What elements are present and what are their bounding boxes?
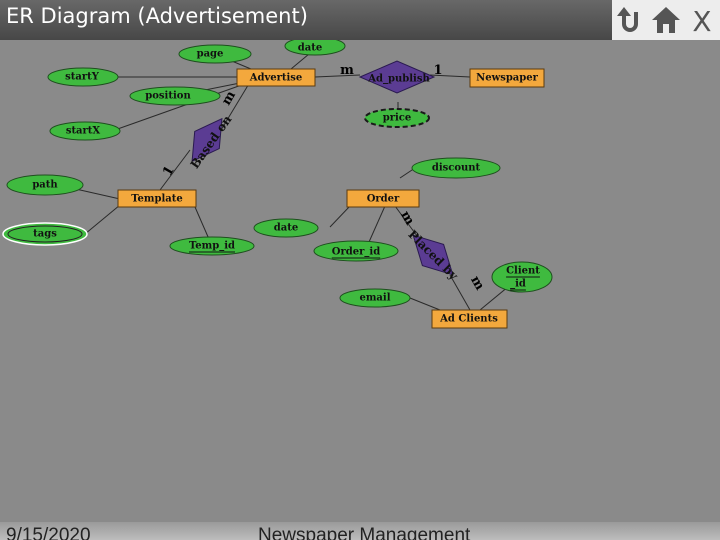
footer-date: 9/15/2020: [6, 525, 91, 540]
attr-tags-inner: [7, 225, 83, 243]
card-publish-newspaper: 1: [433, 63, 442, 78]
rel-based-on-diamond: [191, 117, 223, 163]
attr-date-top-label: date: [298, 43, 322, 54]
attr-page-ellipse: [178, 44, 252, 64]
attr-path-ellipse: [6, 174, 84, 196]
attr-order-id-label: Order_id: [332, 247, 380, 258]
card-placed-clients: m: [467, 274, 487, 294]
home-icon[interactable]: [650, 4, 682, 36]
attr-client-id-label-1: Client: [506, 266, 540, 277]
card-based-template: 1: [160, 164, 178, 179]
attr-price-ellipse: [364, 108, 430, 128]
nav-buttons: X: [612, 0, 720, 40]
attr-starty-ellipse: [47, 67, 119, 87]
attr-discount-label: discount: [432, 163, 481, 174]
page-title: ER Diagram (Advertisement): [6, 4, 308, 28]
attr-page-label: page: [197, 49, 224, 60]
card-advertise-based: m: [219, 88, 239, 108]
attr-position-ellipse: [129, 86, 221, 106]
footer-subject: Newspaper Management: [258, 525, 471, 540]
rel-placed-by-diamond: [412, 234, 454, 276]
entity-newspaper-box: [469, 68, 545, 88]
attr-temp-id-ellipse: [169, 236, 255, 256]
entity-newspaper-label: Newspaper: [476, 73, 539, 84]
attr-discount-ellipse: [411, 157, 501, 179]
rel-placed-by-label: Placed by: [405, 227, 461, 283]
entity-template-label: Template: [131, 194, 183, 205]
title-bar: ER Diagram (Advertisement) X: [0, 0, 720, 40]
attr-tags-label: tags: [33, 229, 57, 240]
attr-email-ellipse: [339, 288, 411, 308]
entity-order-box: [346, 189, 420, 208]
attr-client-id-ellipse: [491, 261, 553, 293]
rel-ad-publish-label: Ad_publish: [367, 74, 430, 85]
back-arrow-icon[interactable]: [614, 4, 646, 36]
entity-ad-clients-box: [431, 309, 508, 329]
entity-advertise-label: Advertise: [249, 73, 303, 84]
attr-client-id-label-2: _id: [510, 279, 526, 290]
card-advertise-publish: m: [340, 63, 354, 78]
attr-order-id-ellipse: [313, 240, 399, 262]
entity-template-box: [117, 189, 197, 208]
attr-starty-label: startY: [65, 72, 100, 83]
attr-date-order-ellipse: [253, 218, 319, 238]
attr-date-order-label: date: [274, 223, 298, 234]
attr-path-label: path: [32, 180, 58, 191]
attr-temp-id-label: Temp_id: [189, 241, 235, 252]
entity-order-label: Order: [367, 194, 400, 205]
attr-startx-ellipse: [49, 121, 121, 141]
rel-ad-publish-diamond: [358, 60, 436, 94]
entity-ad-clients-label: Ad Clients: [439, 314, 498, 325]
close-glyph: X: [692, 5, 711, 36]
attr-email-label: email: [359, 293, 390, 304]
attr-startx-label: startX: [66, 126, 101, 137]
attr-tags-outer: [2, 222, 88, 246]
close-icon[interactable]: X: [686, 4, 718, 36]
card-order-placed: m: [397, 209, 417, 229]
slide-footer: 9/15/2020 Newspaper Management: [0, 522, 720, 540]
entity-advertise-box: [236, 68, 316, 87]
attr-price-label: price: [383, 113, 412, 124]
attr-position-label: position: [145, 91, 191, 102]
